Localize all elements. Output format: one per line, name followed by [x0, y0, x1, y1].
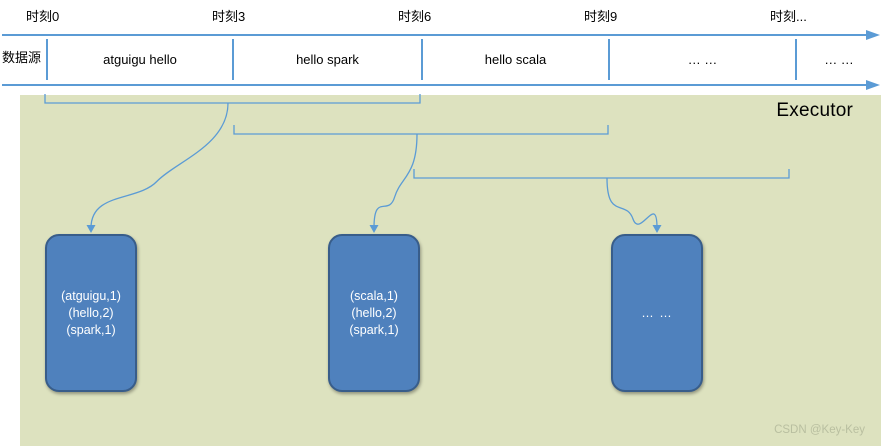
timeline-axis-bottom — [2, 80, 880, 90]
partition-box-2[interactable]: (scala,1) (hello,2) (spark,1) — [328, 234, 420, 392]
partition-box-1[interactable]: (atguigu,1) (hello,2) (spark,1) — [45, 234, 137, 392]
curve-window-2 — [373, 133, 418, 229]
partition-line: (hello,2) — [351, 305, 397, 320]
partition-lines: (scala,1) (hello,2) (spark,1) — [345, 288, 402, 339]
arrow-head-icon-window-2 — [369, 225, 379, 233]
bracket-window-3 — [413, 169, 790, 179]
executor-panel — [20, 95, 881, 446]
curve-window-3 — [606, 177, 658, 229]
bracket-window-2 — [233, 125, 609, 135]
source-cell-2: hello scala — [421, 39, 608, 80]
watermark: CSDN @Key-Key — [774, 424, 865, 436]
source-cell-0: atguigu hello — [46, 39, 232, 80]
partition-line: … … — [641, 305, 673, 320]
timeline-tick-2: 时刻6 — [398, 9, 432, 24]
partition-lines: … … — [637, 305, 676, 322]
partition-lines: (atguigu,1) (hello,2) (spark,1) — [57, 288, 125, 339]
timeline-axis-top — [2, 30, 880, 40]
curve-window-1 — [90, 102, 229, 229]
partition-line: (scala,1) — [350, 288, 398, 303]
timeline-tick-0: 时刻0 — [26, 9, 60, 24]
partition-line: (atguigu,1) — [61, 288, 121, 303]
source-cell-4: … … — [795, 39, 881, 80]
timeline-tick-1: 时刻3 — [212, 9, 246, 24]
partition-line: (spark,1) — [66, 322, 116, 337]
partition-line: (hello,2) — [68, 305, 114, 320]
arrow-head-icon — [866, 30, 880, 40]
partition-line: (spark,1) — [349, 322, 399, 337]
arrow-head-icon-window-1 — [86, 225, 96, 233]
timeline-tick-3: 时刻9 — [584, 9, 618, 24]
source-cell-3: … … — [608, 39, 795, 80]
timeline-tick-4: 时刻... — [770, 9, 807, 24]
executor-title: Executor — [776, 100, 853, 121]
arrow-head-icon — [866, 80, 880, 90]
partition-box-3[interactable]: … … — [611, 234, 703, 392]
source-row-label: 数据源 — [2, 50, 42, 65]
source-cell-1: hello spark — [232, 39, 421, 80]
bracket-window-1 — [44, 94, 421, 104]
arrow-head-icon-window-3 — [652, 225, 662, 233]
